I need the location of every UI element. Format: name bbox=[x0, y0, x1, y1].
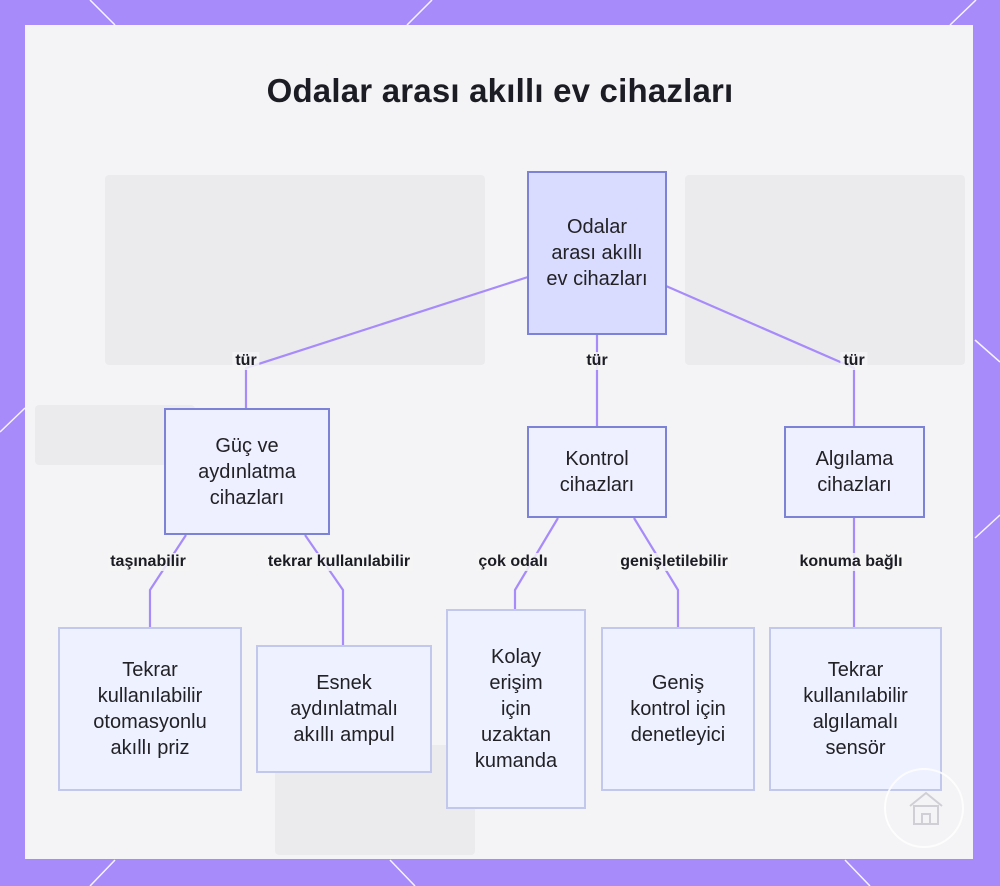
edge-root-power bbox=[244, 275, 529, 408]
edge-label-control-controller: genişletilebilir bbox=[617, 553, 731, 571]
node-smart-sensor-label: Tekrar kullanılabilir algılamalı sensör bbox=[803, 659, 908, 759]
edge-power-plug bbox=[148, 534, 187, 627]
edge-label-root-power: tür bbox=[232, 352, 260, 370]
node-remote-control-label: Kolay erişim için uzaktan kumanda bbox=[474, 646, 558, 772]
node-smart-bulb: Esnek aydınlatmalı akıllı ampul bbox=[256, 645, 432, 773]
node-control-devices: Kontrol cihazları bbox=[527, 426, 667, 518]
node-root-label: Odalar arası akıllı ev cihazları bbox=[546, 216, 648, 290]
node-power-lighting-label: Güç ve aydınlatma cihazları bbox=[198, 434, 296, 509]
edge-power-bulb bbox=[304, 534, 345, 645]
node-controller: Geniş kontrol için denetleyici bbox=[601, 627, 755, 791]
diagram-title: Odalar arası akıllı ev cihazları bbox=[266, 72, 734, 109]
edge-label-sensing-sensor: konuma bağlı bbox=[796, 553, 906, 571]
node-power-lighting: Güç ve aydınlatma cihazları bbox=[164, 408, 330, 535]
node-control-devices-label: Kontrol cihazları bbox=[559, 448, 635, 496]
edge-label-power-bulb: tekrar kullanılabilir bbox=[264, 553, 414, 571]
edge-control-remote bbox=[513, 517, 559, 609]
node-sensing-devices: Algılama cihazları bbox=[784, 426, 925, 518]
background-shape bbox=[105, 175, 485, 365]
edge-label-power-plug: taşınabilir bbox=[107, 553, 189, 571]
node-remote-control: Kolay erişim için uzaktan kumanda bbox=[446, 609, 586, 809]
node-smart-plug-label: Tekrar kullanılabilir otomasyonlu akıllı… bbox=[93, 659, 207, 759]
node-sensing-devices-label: Algılama cihazları bbox=[815, 448, 894, 496]
edge-label-control-remote: çok odalı bbox=[475, 553, 551, 571]
edge-root-sensing bbox=[665, 284, 856, 426]
node-controller-label: Geniş kontrol için denetleyici bbox=[630, 672, 726, 746]
node-smart-bulb-label: Esnek aydınlatmalı akıllı ampul bbox=[290, 672, 398, 746]
logo-badge bbox=[884, 768, 964, 848]
background-shape bbox=[685, 175, 965, 365]
node-smart-plug: Tekrar kullanılabilir otomasyonlu akıllı… bbox=[58, 627, 242, 791]
edge-control-controller bbox=[633, 517, 680, 627]
edge-label-root-sensing: tür bbox=[840, 352, 868, 370]
node-root: Odalar arası akıllı ev cihazları bbox=[527, 171, 667, 335]
node-smart-sensor: Tekrar kullanılabilir algılamalı sensör bbox=[769, 627, 942, 791]
house-icon bbox=[909, 791, 943, 825]
edge-label-root-control: tür bbox=[583, 352, 611, 370]
